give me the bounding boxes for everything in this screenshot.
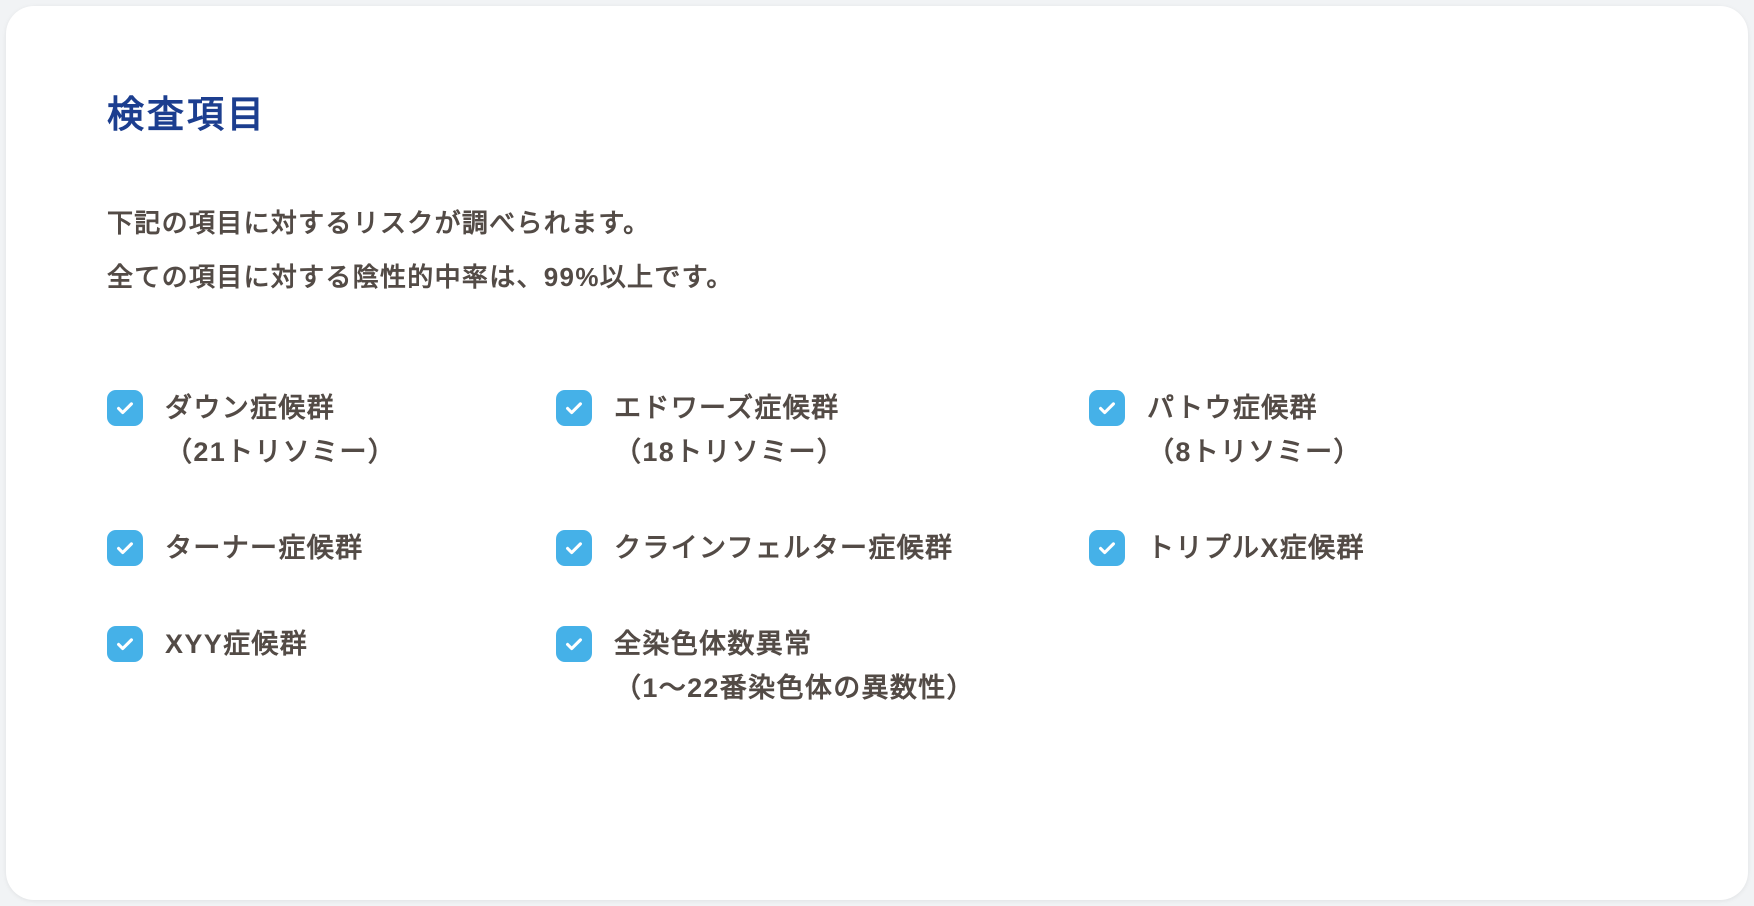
checklist-item-label: クラインフェルター症候群 (614, 526, 953, 570)
checkbox-checked[interactable] (556, 390, 592, 426)
check-icon (566, 402, 582, 415)
check-icon (117, 402, 133, 415)
check-icon (117, 638, 133, 651)
checklist-item-label: エドワーズ症候群 （18トリソミー） (614, 386, 845, 474)
checklist-grid: ダウン症候群 （21トリソミー） エドワーズ症候群 （18トリソミー） パトウ症… (107, 386, 1688, 710)
label-line: トリプルX症候群 (1147, 533, 1365, 563)
checklist-item-label: ターナー症候群 (165, 526, 363, 570)
test-items-card: 検査項目 下記の項目に対するリスクが調べられます。 全ての項目に対する陰性的中率… (6, 6, 1748, 900)
check-icon (566, 542, 582, 555)
checklist-item-label: パトウ症候群 （8トリソミー） (1147, 386, 1362, 474)
checklist-item-edwards-syndrome: エドワーズ症候群 （18トリソミー） (556, 386, 1089, 474)
checkbox-checked[interactable] (107, 390, 143, 426)
description: 下記の項目に対するリスクが調べられます。 全ての項目に対する陰性的中率は、99%… (107, 196, 1688, 304)
checklist-item-label: ダウン症候群 （21トリソミー） (165, 386, 396, 474)
label-line: （21トリソミー） (165, 437, 397, 467)
label-line: クラインフェルター症候群 (614, 533, 954, 563)
description-line-1: 下記の項目に対するリスクが調べられます。 (107, 208, 651, 238)
label-line: （1〜22番染色体の異数性） (614, 673, 975, 703)
label-line: 全染色体数異常 (614, 629, 813, 659)
label-line: （8トリソミー） (1147, 437, 1362, 467)
checklist-item-klinefelter-syndrome: クラインフェルター症候群 (556, 526, 1089, 570)
checkbox-checked[interactable] (107, 626, 143, 662)
check-icon (117, 542, 133, 555)
checklist-item-label: XYY症候群 (165, 622, 308, 666)
label-line: ダウン症候群 (165, 393, 336, 423)
checklist-item-all-chromosome-aneuploidy: 全染色体数異常 （1〜22番染色体の異数性） (556, 622, 1089, 710)
checklist-item-label: トリプルX症候群 (1147, 526, 1365, 570)
checkbox-checked[interactable] (556, 530, 592, 566)
checklist-item-xyy-syndrome: XYY症候群 (107, 622, 556, 710)
checklist-item-triple-x-syndrome: トリプルX症候群 (1089, 526, 1688, 570)
check-icon (566, 638, 582, 651)
label-line: （18トリソミー） (614, 437, 846, 467)
checklist-item-turner-syndrome: ターナー症候群 (107, 526, 556, 570)
checkbox-checked[interactable] (1089, 530, 1125, 566)
section-title: 検査項目 (107, 94, 267, 135)
checklist-item-label: 全染色体数異常 （1〜22番染色体の異数性） (614, 622, 975, 710)
label-line: ターナー症候群 (165, 533, 364, 563)
checklist-item-down-syndrome: ダウン症候群 （21トリソミー） (107, 386, 556, 474)
check-icon (1099, 542, 1115, 555)
checkbox-checked[interactable] (1089, 390, 1125, 426)
checklist-item-patau-syndrome: パトウ症候群 （8トリソミー） (1089, 386, 1688, 474)
checkbox-checked[interactable] (107, 530, 143, 566)
description-line-2: 全ての項目に対する陰性的中率は、99%以上です。 (107, 262, 734, 292)
checkbox-checked[interactable] (556, 626, 592, 662)
label-line: エドワーズ症候群 (614, 393, 840, 423)
label-line: XYY症候群 (165, 629, 309, 659)
check-icon (1099, 402, 1115, 415)
label-line: パトウ症候群 (1147, 393, 1318, 423)
